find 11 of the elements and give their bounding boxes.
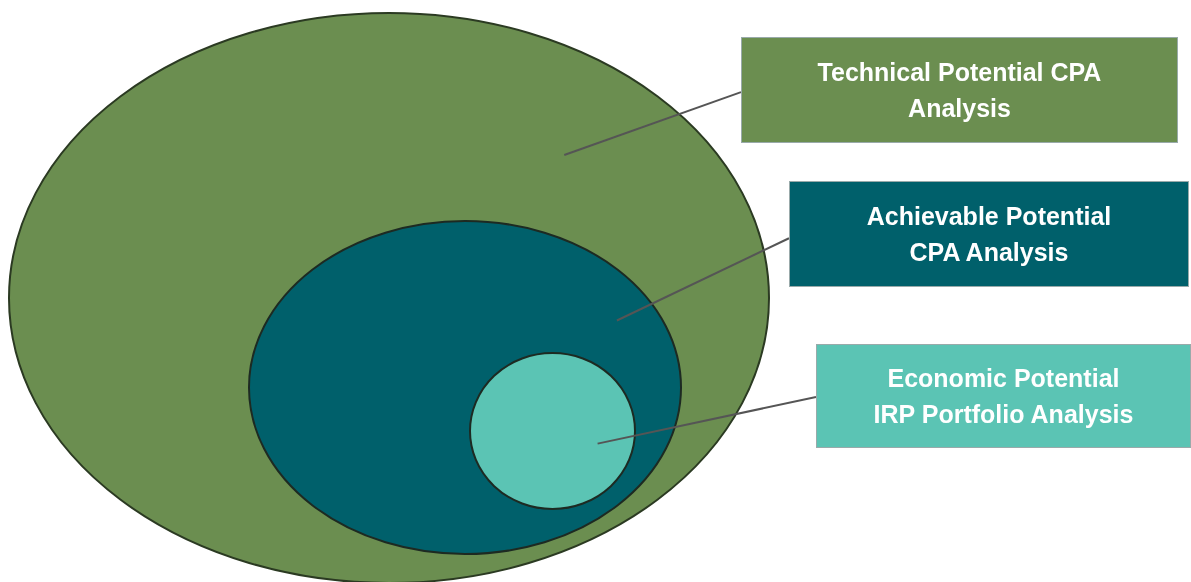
leader-line xyxy=(615,237,790,322)
box-label: Technical Potential CPA Analysis xyxy=(816,56,1103,124)
middle-ellipse xyxy=(248,220,682,555)
box-label: Achievable Potential CPA Analysis xyxy=(865,200,1113,268)
label-box xyxy=(741,37,1178,143)
inner-ellipse xyxy=(469,352,636,510)
box-label: Economic Potential IRP Portfolio Analysis xyxy=(872,362,1135,430)
leader-line xyxy=(563,91,742,156)
label-box xyxy=(789,181,1189,287)
label-box xyxy=(816,344,1191,448)
leader-line xyxy=(596,396,817,445)
